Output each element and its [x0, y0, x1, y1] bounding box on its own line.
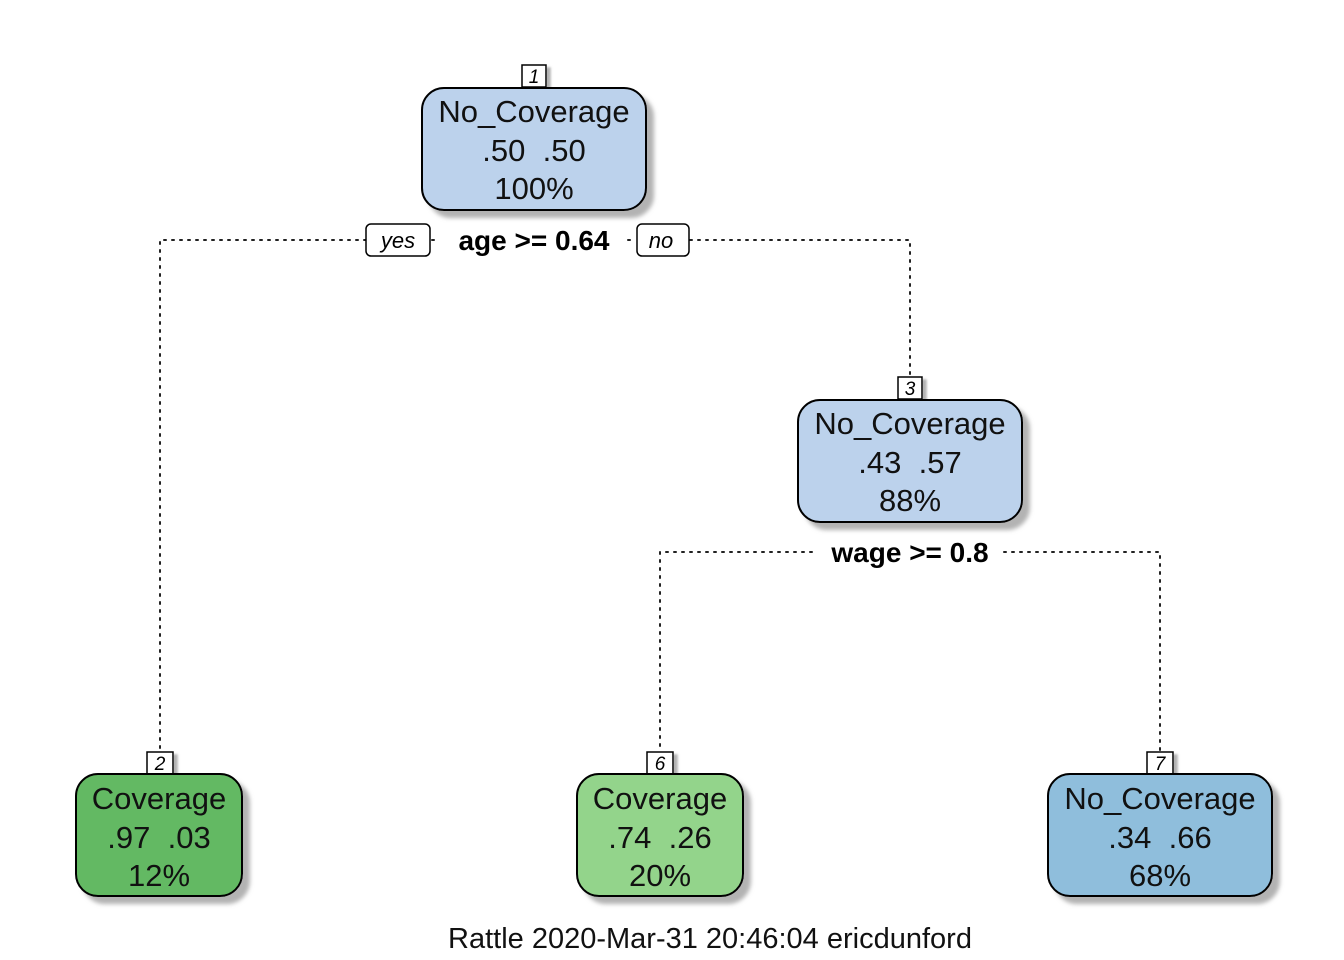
node-id-label: 6 [655, 754, 666, 775]
yes-label-box [365, 223, 431, 257]
edge-node3-to-node6 [659, 551, 813, 751]
node-probabilities: .50 .50 [482, 133, 585, 168]
split-root: yes age >= 0.64 no [365, 223, 690, 257]
footer-caption: Rattle 2020-Mar-31 20:46:04 ericdunford [448, 923, 972, 955]
edge-root-to-node3 [689, 239, 911, 376]
edge-node3-to-node7 [1003, 551, 1161, 751]
node-probabilities: .97 .03 [107, 820, 210, 855]
node-class-label: Coverage [92, 781, 226, 816]
tree-node-7: 7 No_Coverage .34 .66 68% [1047, 751, 1273, 897]
node-percent: 12% [128, 858, 190, 893]
tree-node-1: 1 No_Coverage .50 .50 100% [421, 64, 647, 211]
edge-root-to-node2 [159, 239, 367, 751]
node-id-label: 7 [1155, 754, 1167, 775]
no-label: no [649, 228, 673, 253]
no-label-box [636, 223, 690, 257]
node-percent: 20% [629, 858, 691, 893]
tree-node-6: 6 Coverage .74 .26 20% [576, 751, 744, 897]
node-box [1047, 773, 1273, 897]
node-percent: 68% [1129, 858, 1191, 893]
node-percent: 88% [879, 483, 941, 518]
node-probabilities: .34 .66 [1108, 820, 1211, 855]
node-class-label: No_Coverage [1064, 781, 1255, 816]
split-rule-age: age >= 0.64 [458, 225, 609, 256]
node-class-label: Coverage [593, 781, 727, 816]
node-box [75, 773, 243, 897]
tree-node-2: 2 Coverage .97 .03 12% [75, 751, 243, 897]
node-probabilities: .74 .26 [608, 820, 711, 855]
node-box [576, 773, 744, 897]
node-class-label: No_Coverage [814, 406, 1005, 441]
node-id-label: 2 [154, 754, 166, 775]
node-id-label: 1 [529, 67, 540, 88]
node-class-label: No_Coverage [438, 94, 629, 129]
yes-label: yes [379, 228, 415, 253]
node-percent: 100% [494, 171, 573, 206]
node-box [797, 399, 1023, 523]
node-box [421, 87, 647, 211]
node-probabilities: .43 .57 [858, 445, 961, 480]
split-rule-wage: wage >= 0.8 [830, 537, 988, 568]
node-id-label: 3 [905, 379, 916, 400]
tree-node-3: 3 No_Coverage .43 .57 88% [797, 376, 1023, 523]
